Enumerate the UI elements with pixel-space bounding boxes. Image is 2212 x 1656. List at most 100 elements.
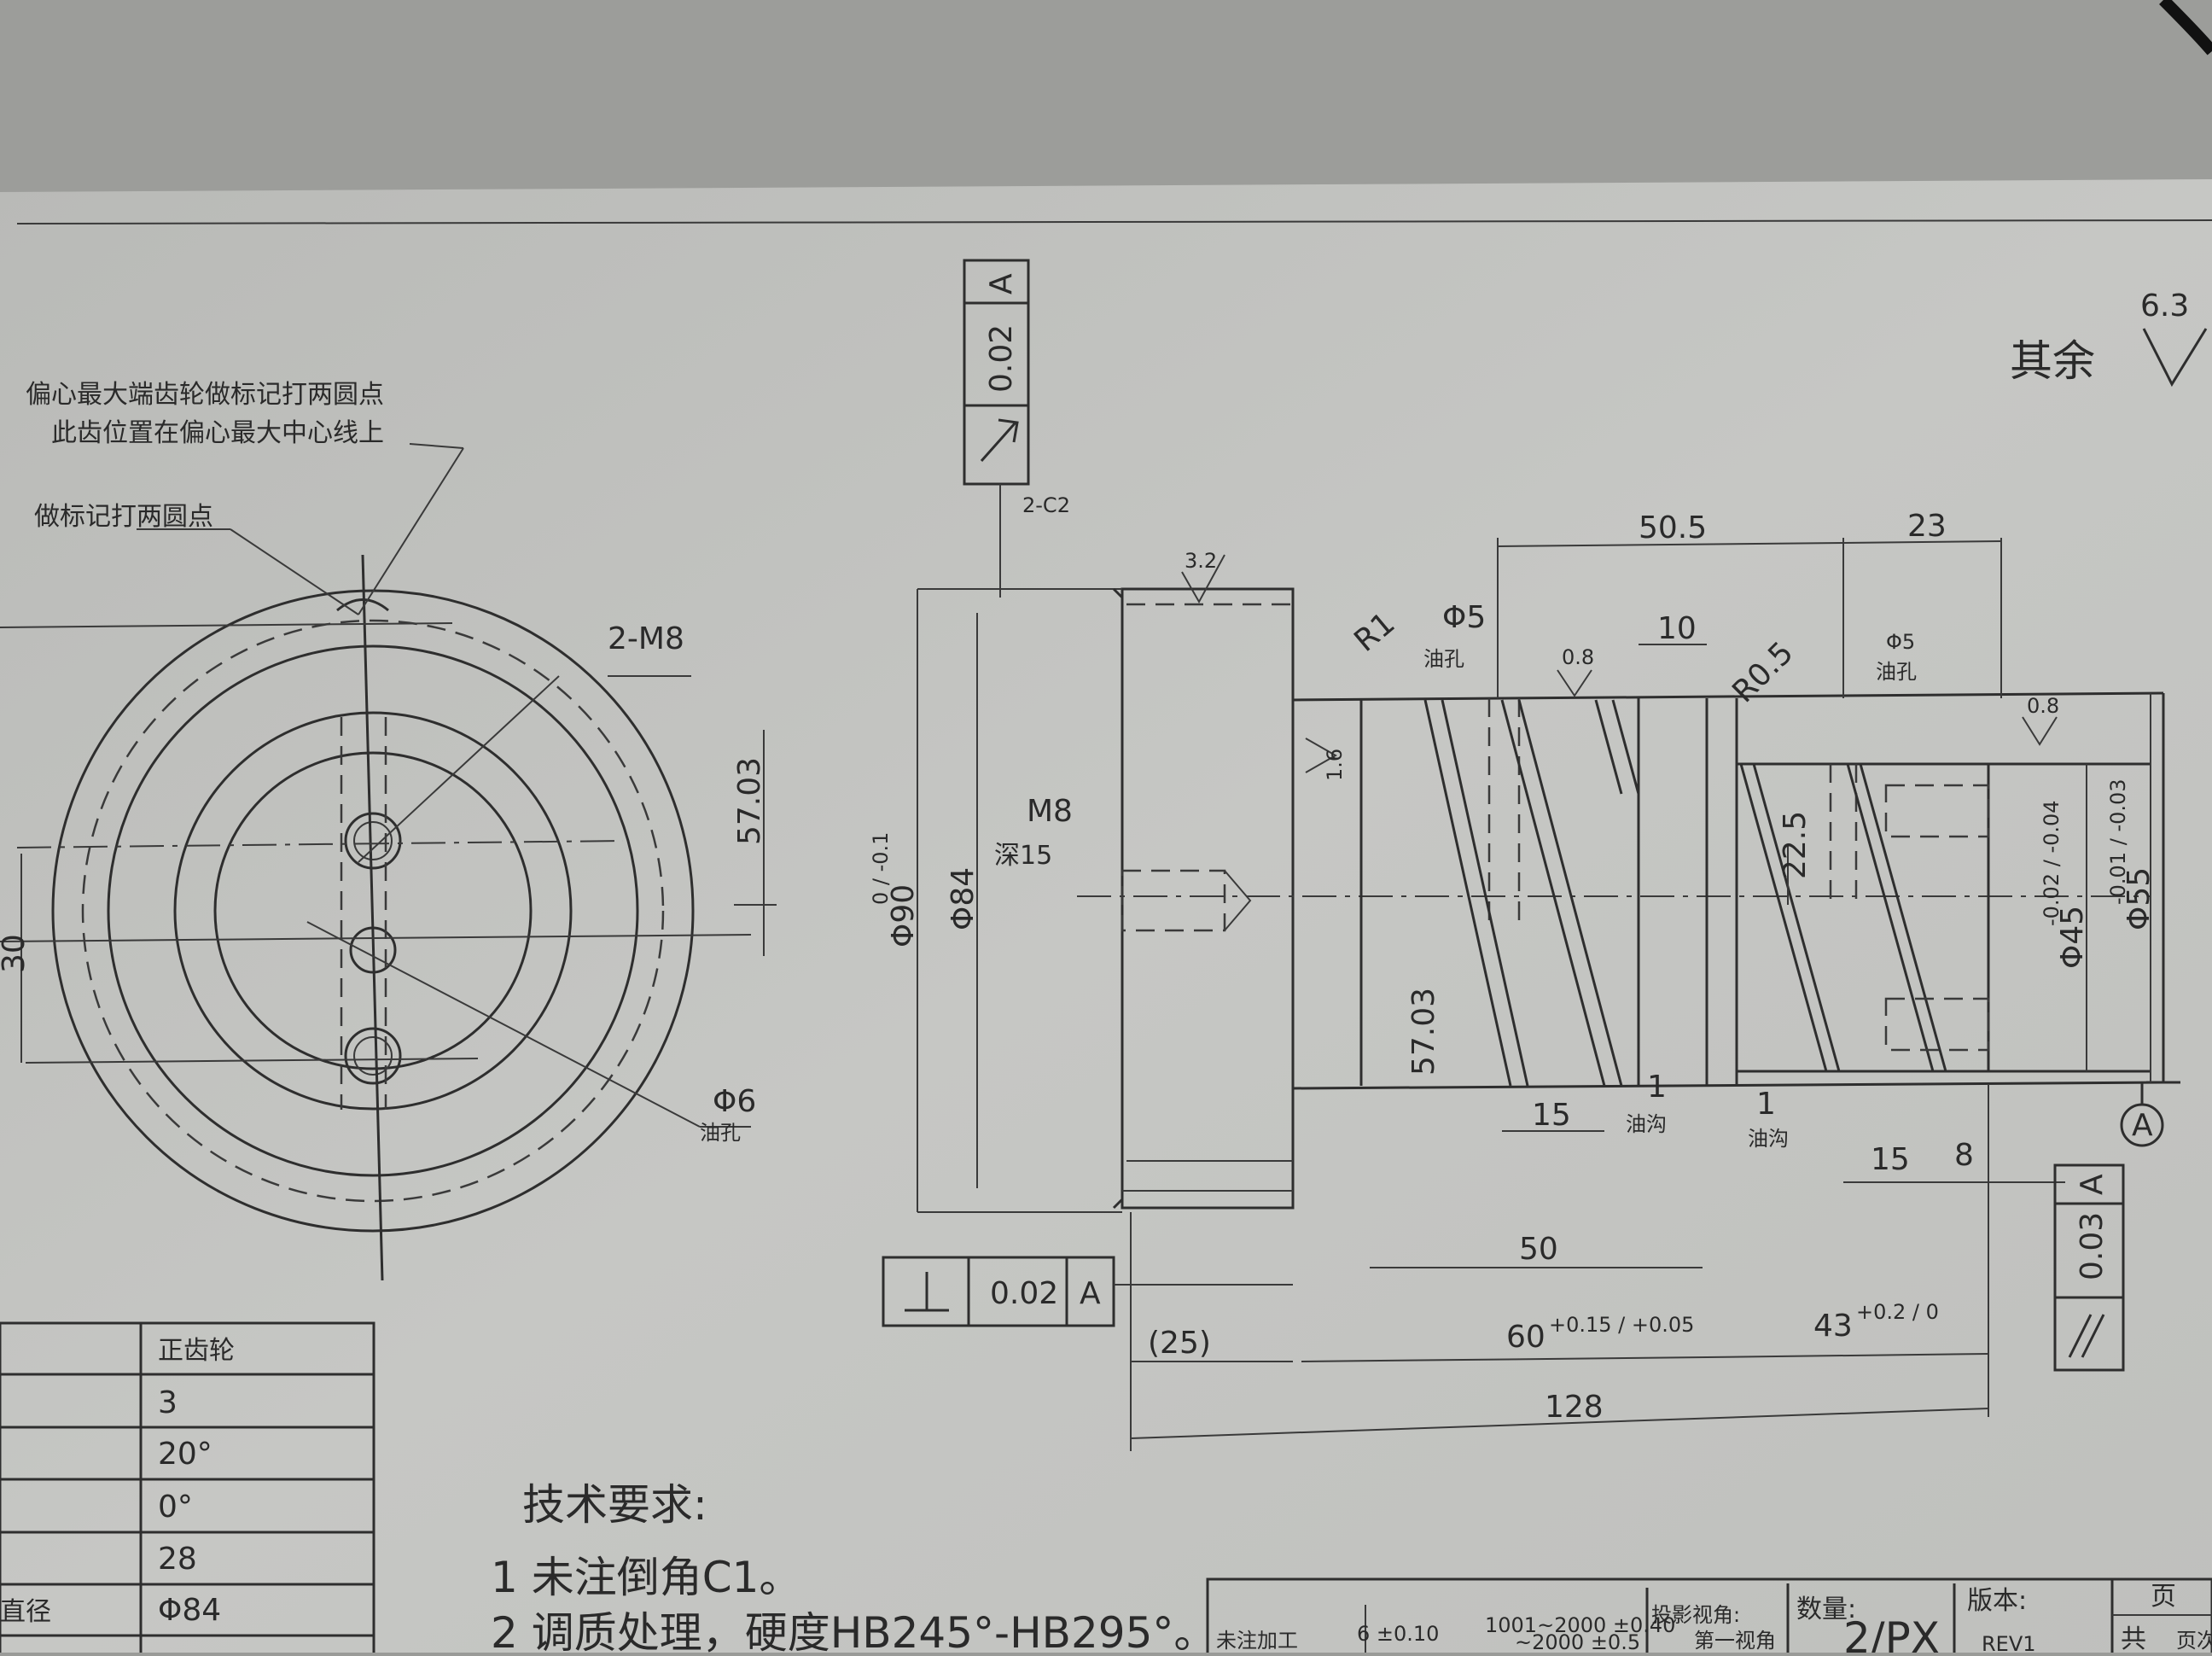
tech-item-1: 1 未注倒角C1。 <box>491 1553 801 1602</box>
parallel-datum: A <box>2075 1174 2110 1195</box>
gear-row-helix-angle: 0° <box>158 1490 193 1525</box>
side-view: A Φ90 0 / -0.1 Φ84 2-C2 M8 深15 R1 R0.5 Φ… <box>869 493 2180 1451</box>
circle-3 <box>173 711 573 1111</box>
perp-datum: A <box>1080 1276 1101 1311</box>
dim-50: 50 <box>1519 1232 1558 1267</box>
dim-oil-a: 油孔 <box>1423 647 1464 671</box>
runout-value: 0.02 <box>984 324 1019 393</box>
note-top-line2: 此齿位置在偏心最大中心线上 <box>51 418 384 448</box>
paper-sheet <box>0 179 2212 1653</box>
dim-60: 60 <box>1506 1320 1545 1355</box>
dim-d90: Φ90 <box>886 884 921 948</box>
tb-version-value: REV1 <box>1982 1632 2036 1653</box>
tb-projection-label: 投影视角: <box>1651 1603 1740 1627</box>
roughness-0-8b-icon <box>2022 716 2058 746</box>
dim-depth15: 深15 <box>994 841 1052 871</box>
roughness-general-value: 6.3 <box>2140 289 2189 324</box>
tb-tol3: ~2000 ±0.5 <box>1515 1630 1640 1653</box>
roughness-1-6-icon <box>1305 738 1338 773</box>
parallel-icon <box>2068 1314 2105 1358</box>
perp-value: 0.02 <box>990 1276 1058 1311</box>
tb-page2: 页次 <box>2176 1629 2212 1653</box>
oil-hole-label: 油孔 <box>700 1121 741 1145</box>
roughness-general-label: 其余 <box>2010 336 2095 386</box>
dim-30-front: 30 <box>0 934 32 973</box>
oil-hole-dia-label: Φ6 <box>713 1084 756 1119</box>
gear-table-header: 正齿轮 <box>158 1336 235 1366</box>
dim-8: 8 <box>1954 1138 1974 1173</box>
roughness-0-8b: 0.8 <box>2027 694 2059 718</box>
border-line <box>16 219 2212 224</box>
tb-tol1: 6 ±0.10 <box>1357 1622 1439 1646</box>
perpendicularity-frame: 0.02 A <box>882 1256 1293 1327</box>
dim-43: 43 <box>1813 1309 1853 1344</box>
dim-50-5: 50.5 <box>1639 510 1707 545</box>
dim-2c2: 2-C2 <box>1022 493 1070 517</box>
dim-57-03-side: 57.03 <box>1406 988 1441 1076</box>
dim-10: 10 <box>1657 611 1697 646</box>
dim-d55: Φ55 <box>2122 867 2157 930</box>
dim-m8: M8 <box>1027 794 1073 829</box>
dim-d45: Φ45 <box>2055 906 2090 969</box>
roughness-3-2: 3.2 <box>1185 549 1217 573</box>
dim-d55-tol: -0.01 / -0.03 <box>2106 778 2130 905</box>
roughness-3-2-icon <box>1181 554 1225 604</box>
gear-row-teeth: 28 <box>158 1542 197 1577</box>
gear-row-pressure-angle: 20° <box>158 1437 212 1472</box>
roughness-0-8a: 0.8 <box>1562 645 1594 669</box>
roughness-0-8a-icon <box>1557 669 1592 697</box>
dim-43-tol: +0.2 / 0 <box>1856 1300 1939 1324</box>
dim-d5b: Φ5 <box>1886 630 1915 654</box>
gear-row-label-diameter: 直径 <box>0 1597 51 1627</box>
tb-unmarked: 未注加工 <box>1216 1629 1298 1653</box>
gear-row-diameter: Φ84 <box>158 1593 221 1628</box>
dim-1a: 1 <box>1647 1070 1667 1105</box>
datum-a-label: A <box>2132 1108 2153 1143</box>
tb-qty-label: 数量: <box>1796 1595 1856 1624</box>
note-top-line1: 偏心最大端齿轮做标记打两圆点 <box>26 380 384 410</box>
note-mark: 做标记打两圆点 <box>34 502 213 532</box>
groove-2 <box>1500 699 1623 1087</box>
dim-1b: 1 <box>1756 1087 1776 1122</box>
hole-bottom <box>344 1027 402 1085</box>
dim-22-5: 22.5 <box>1778 811 1813 879</box>
roughness-symbols: 6.3 其余 3.2 1.6 0.8 0.8 <box>1181 289 2208 781</box>
circle-4 <box>213 751 533 1070</box>
gear-table: 正齿轮 3 20° 0° 28 Φ84 直径 <box>0 1321 375 1656</box>
tb-projection-value: 第一视角 <box>1694 1629 1776 1653</box>
tech-item-2: 2 调质处理，硬度HB245°-HB295°。 <box>491 1608 1216 1653</box>
title-block: 未注加工 6 ±0.10 1001~2000 ±0.40 ~2000 ±0.5 … <box>1206 1577 2212 1656</box>
dim-60-tol: +0.15 / +0.05 <box>1549 1313 1694 1337</box>
dim-oil-b: 油孔 <box>1876 660 1917 684</box>
tb-qty-value: 2/PX <box>1843 1613 1940 1653</box>
dim-d5a: Φ5 <box>1442 600 1486 635</box>
dim-15a: 15 <box>1532 1098 1571 1133</box>
circle-2 <box>107 644 639 1177</box>
dim-15b: 15 <box>1871 1142 1910 1177</box>
dim-25: (25) <box>1148 1326 1211 1361</box>
perpendicular-icon <box>905 1272 949 1312</box>
parallel-frame: A 0.03 <box>2053 1163 2125 1372</box>
cable-shadow <box>2159 0 2212 55</box>
horizontal-centerline <box>16 840 624 848</box>
gear-row-teeth-module: 3 <box>158 1385 178 1420</box>
runout-datum: A <box>984 273 1019 294</box>
parallel-value: 0.03 <box>2075 1212 2110 1280</box>
runout-arrow-icon <box>980 418 1019 462</box>
dim-23: 23 <box>1907 509 1947 544</box>
roughness-general-icon <box>2142 328 2208 388</box>
tb-total-label: 共 <box>2121 1624 2146 1653</box>
dim-128: 128 <box>1545 1390 1604 1425</box>
tb-tol2: 1001~2000 ±0.40 <box>1485 1613 1675 1637</box>
tech-title: 技术要求: <box>522 1480 707 1530</box>
dim-groove-b: 油沟 <box>1748 1127 1789 1151</box>
hole-top <box>344 812 402 870</box>
roughness-1-6: 1.6 <box>1323 749 1347 781</box>
runout-frame: A 0.02 <box>963 259 1030 598</box>
dim-57-03-front: 57.03 <box>732 757 767 845</box>
tb-version-label: 版本: <box>1967 1586 2027 1616</box>
dashed-circle <box>81 619 665 1203</box>
front-view: 偏心最大端齿轮做标记打两圆点 此齿位置在偏心最大中心线上 做标记打两圆点 2-M… <box>0 380 777 1281</box>
groove-1 <box>1423 699 1529 1087</box>
dim-d90-tol: 0 / -0.1 <box>869 832 893 905</box>
